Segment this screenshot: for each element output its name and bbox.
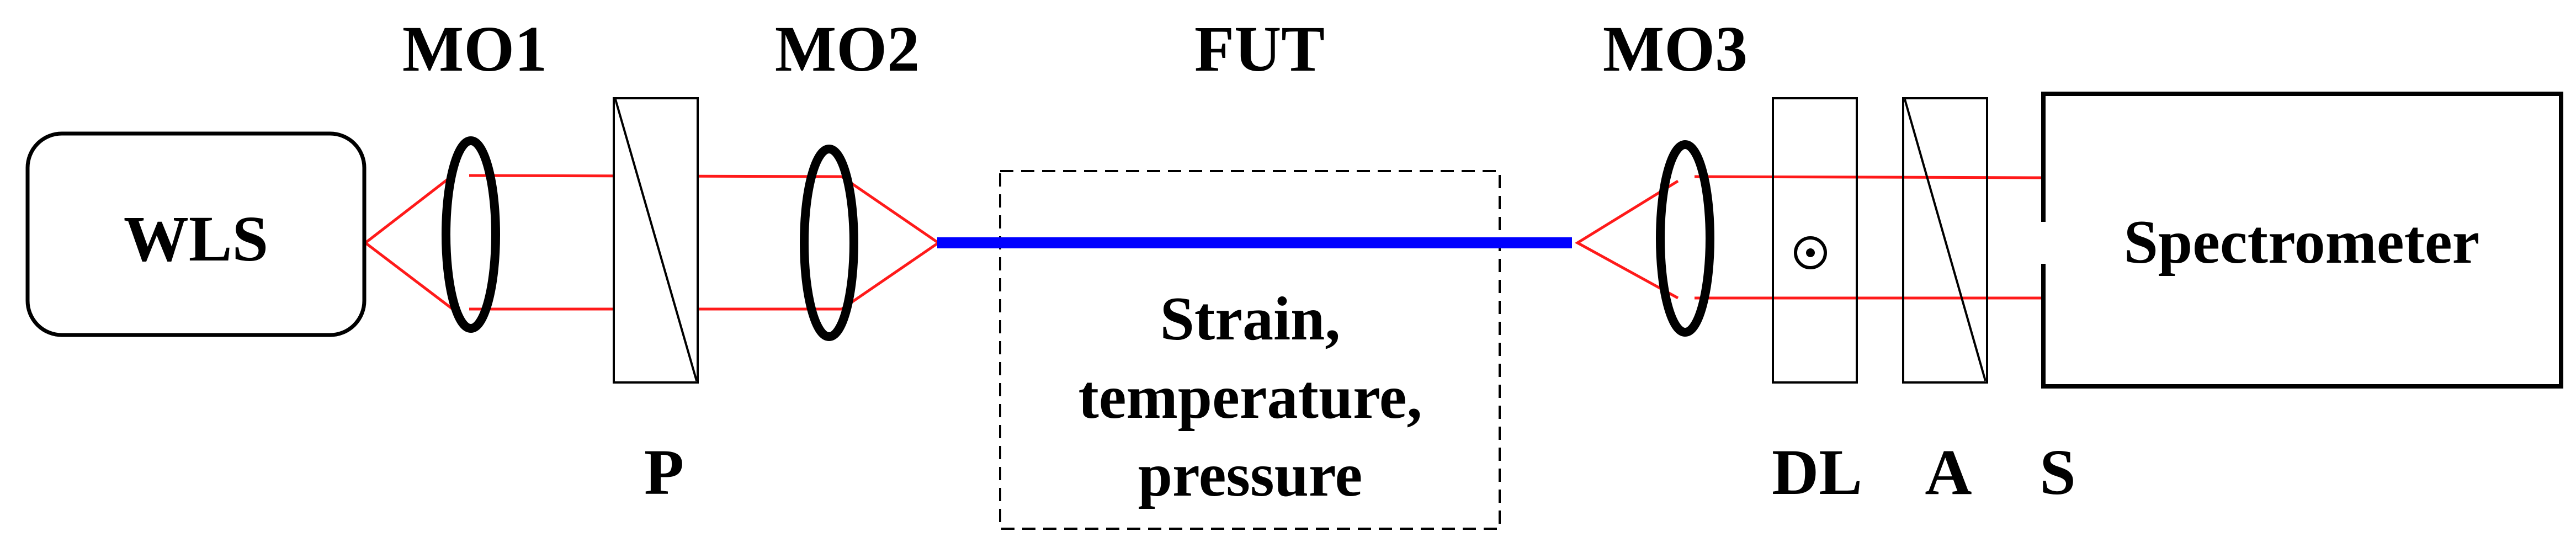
spectrometer-label: Spectrometer xyxy=(2124,208,2480,276)
polarizer-p-diagonal xyxy=(614,99,698,381)
beam-mo3-cone xyxy=(1575,179,1679,300)
fut-label: FUT xyxy=(1194,13,1325,85)
mo3-label: MO3 xyxy=(1603,13,1748,85)
fut-conditions-line-3: pressure xyxy=(1138,441,1363,509)
spectrometer-box xyxy=(2041,92,2563,389)
s-label: S xyxy=(2039,436,2076,508)
mo2-lens xyxy=(800,145,858,341)
fut-conditions-line-2: temperature, xyxy=(1079,363,1422,432)
dl-label: DL xyxy=(1772,436,1862,508)
out-of-plane-dot-icon xyxy=(1794,236,1827,269)
p-label: P xyxy=(644,436,684,508)
wls-label: WLS xyxy=(124,203,268,275)
analyzer-a-diagonal xyxy=(1904,99,1987,381)
wls-box xyxy=(25,131,367,337)
beam-top-mo3-slit xyxy=(1694,175,2044,179)
mo1-lens xyxy=(442,136,500,333)
mo1-label: MO1 xyxy=(402,13,547,85)
fut-conditions-line-1: Strain, xyxy=(1160,285,1341,353)
mo2-label: MO2 xyxy=(775,13,920,85)
delay-line-dl xyxy=(1772,97,1858,384)
fut-enclosure xyxy=(999,170,1501,530)
beam-wls-to-mo1 xyxy=(363,174,454,310)
mo3-lens xyxy=(1656,140,1714,337)
analyzer-a xyxy=(1902,97,1988,384)
a-label: A xyxy=(1925,436,1972,508)
